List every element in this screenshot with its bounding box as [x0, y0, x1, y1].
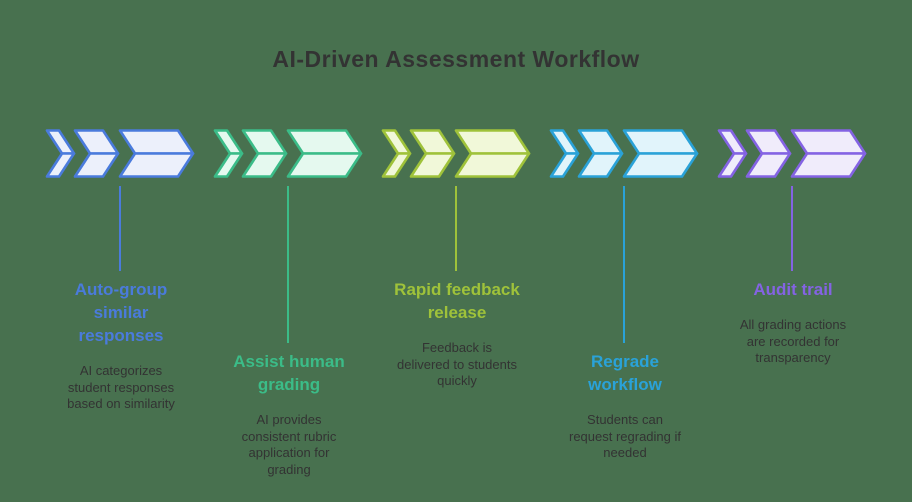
diagram-title: AI-Driven Assessment Workflow — [272, 46, 640, 72]
stage-heading: Rapid feedback release — [394, 280, 520, 322]
stage-text: Rapid feedback release Feedback is deliv… — [383, 278, 531, 390]
chevron-arrows-icon — [717, 129, 867, 178]
stage-heading: Audit trail — [753, 280, 833, 299]
connector-line — [287, 186, 289, 343]
stage-regrade-workflow: Regrade workflow Students can request re… — [549, 0, 699, 502]
stage-heading: Assist human grading — [233, 352, 345, 394]
stage-heading: Regrade workflow — [588, 352, 662, 394]
stage-description: Feedback is delivered to students quickl… — [397, 340, 517, 388]
stage-audit-trail: Audit trail All grading actions are reco… — [717, 0, 867, 502]
stage-description: AI categorizes student responses based o… — [67, 363, 175, 411]
stage-auto-group: Auto-group similar responses AI categori… — [45, 0, 195, 502]
stage-description: AI provides consistent rubric applicatio… — [241, 412, 337, 477]
stage-heading: Auto-group similar responses — [74, 280, 168, 345]
stage-rapid-feedback: Rapid feedback release Feedback is deliv… — [381, 0, 531, 502]
chevron-arrows-icon — [45, 129, 195, 178]
chevron-arrows-icon — [213, 129, 363, 178]
connector-line — [455, 186, 457, 271]
connector-line — [119, 186, 121, 271]
chevron-arrows-icon — [549, 129, 699, 178]
connector-line — [623, 186, 625, 343]
stage-description: All grading actions are recorded for tra… — [739, 317, 847, 365]
stage-text: Audit trail All grading actions are reco… — [719, 278, 867, 367]
chevron-arrows-icon — [381, 129, 531, 178]
stage-description: Students can request regrading if needed — [568, 412, 681, 460]
stage-text: Auto-group similar responses AI categori… — [47, 278, 195, 413]
connector-line — [791, 186, 793, 271]
stage-text: Regrade workflow Students can request re… — [551, 350, 699, 462]
stage-text: Assist human grading AI provides consist… — [215, 350, 363, 478]
stage-assist-grading: Assist human grading AI provides consist… — [213, 0, 363, 502]
